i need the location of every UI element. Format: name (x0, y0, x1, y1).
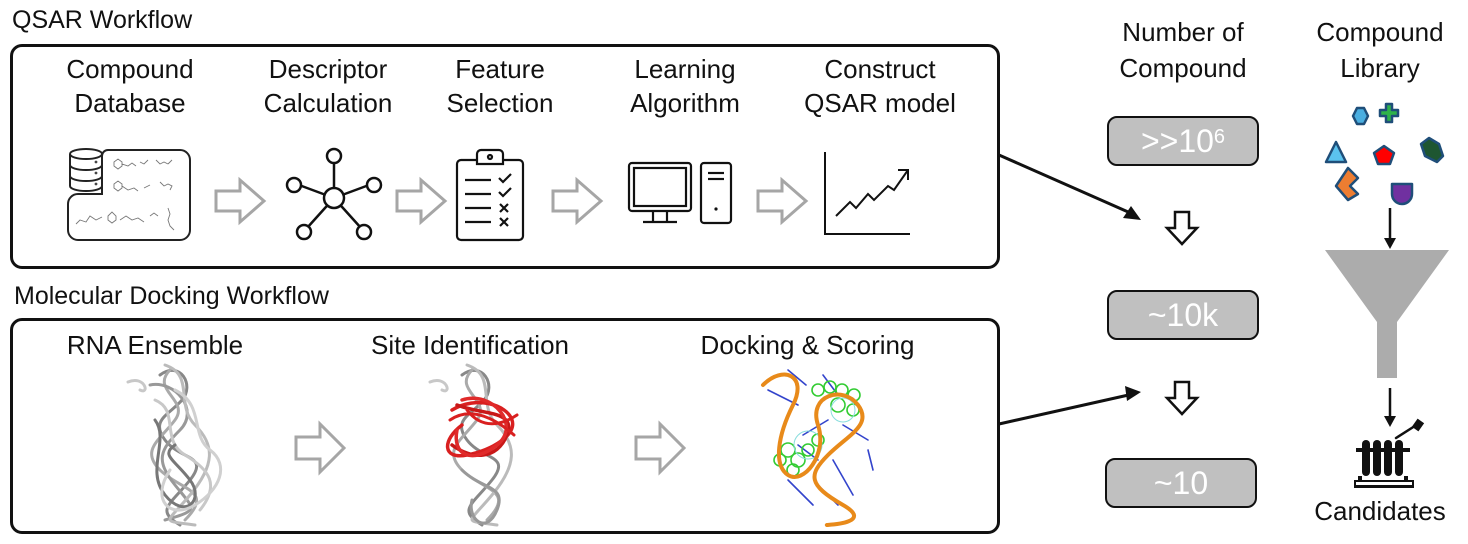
qsar-workflow-panel (10, 44, 1000, 269)
gray-arrow-icon (634, 420, 687, 476)
docking-to-count-connector-arrow (998, 386, 1141, 426)
clipboard-checklist-icon (455, 148, 525, 242)
gray-arrow-icon (294, 420, 347, 476)
hexagon-shape (1351, 106, 1370, 126)
label-line: Algorithm (630, 88, 740, 118)
qsar-step-descriptor-label: Descriptor Calculation (238, 52, 418, 120)
label-line: Learning (634, 54, 736, 84)
plus-shape (1378, 102, 1400, 124)
down-arrow-icon (1164, 380, 1200, 416)
label-line: Descriptor (268, 54, 388, 84)
qsar-step-compound-database-label: Compound Database (40, 52, 220, 120)
docking-step-rna-ensemble-label: RNA Ensemble (66, 330, 244, 360)
rna-binding-site-structure (428, 363, 519, 527)
title-line: Number of (1122, 17, 1244, 47)
qsar-workflow-title: QSAR Workflow (12, 6, 193, 34)
docking-workflow-title: Molecular Docking Workflow (14, 282, 329, 310)
pentagon-shape (1372, 144, 1396, 166)
database-molecules-icon (67, 148, 191, 241)
down-arrow-icon (1384, 208, 1396, 249)
trend-chart-icon (824, 152, 910, 235)
label-line: Selection (446, 88, 554, 118)
docking-workflow-panel (10, 318, 1000, 534)
title-line: Compound (1316, 17, 1444, 47)
label-line: Calculation (263, 88, 393, 118)
gray-arrow-icon (214, 176, 267, 226)
compound-shapes-icon (1324, 102, 1445, 206)
chevron-shape (1334, 166, 1360, 202)
count-value: ~10k (1147, 296, 1219, 333)
compound-library-title: Compound Library (1295, 14, 1465, 86)
down-arrow-icon (1164, 210, 1200, 246)
candidates-label: Candidates (1314, 496, 1446, 526)
title-line: Compound (1119, 53, 1247, 83)
count-stage-2-badge: ~10k (1107, 290, 1259, 340)
label-line: Feature (455, 54, 545, 84)
test-tubes-icon (1354, 418, 1425, 488)
label-line: Construct (824, 54, 936, 84)
qsar-step-learning-label: Learning Algorithm (605, 52, 765, 120)
gray-arrow-icon (395, 176, 448, 226)
label-line: Compound (66, 54, 194, 84)
count-stage-3-badge: ~10 (1105, 458, 1257, 508)
network-nodes-icon (285, 147, 383, 241)
drop-shape (1390, 182, 1414, 206)
down-arrow-icon (1384, 388, 1396, 427)
desktop-computer-icon (627, 161, 733, 225)
funnel-icon (1325, 250, 1449, 378)
triangle-shape (1324, 140, 1348, 164)
count-value: >>10 (1140, 122, 1214, 159)
docking-step-docking-scoring-label: Docking & Scoring (700, 330, 915, 360)
docking-step-site-identification-label: Site Identification (370, 330, 569, 360)
number-of-compound-title: Number of Compound (1098, 14, 1268, 86)
label-line: Database (74, 88, 186, 118)
label-line: QSAR model (804, 88, 956, 118)
rna-ensemble-structure (126, 363, 223, 527)
title-line: Library (1340, 53, 1420, 83)
qsar-step-construct-label: Construct QSAR model (785, 52, 975, 120)
qsar-to-count-connector-arrow (998, 153, 1141, 220)
count-exponent: 6 (1213, 125, 1226, 148)
count-value: ~10 (1153, 464, 1209, 501)
rna-ligand-docking-structure (761, 369, 874, 527)
gray-arrow-icon (756, 176, 809, 226)
gray-arrow-icon (551, 176, 604, 226)
dark-shape (1419, 136, 1445, 164)
qsar-step-feature-label: Feature Selection (420, 52, 580, 120)
